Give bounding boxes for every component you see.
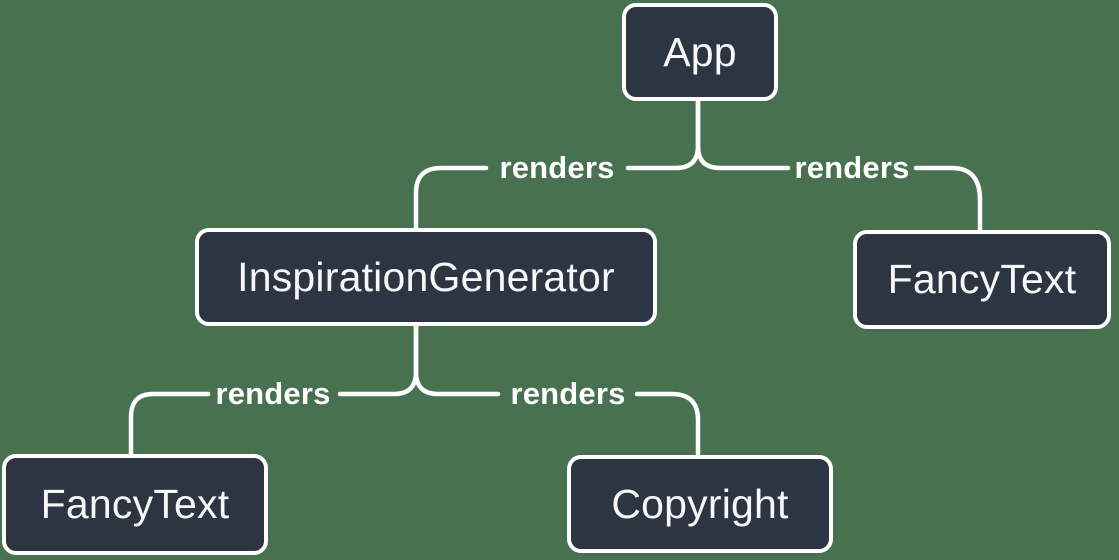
- node-fancy-text-top-right: FancyText: [853, 230, 1111, 329]
- node-app: App: [622, 3, 778, 101]
- edge-inspiration-to-fancytext-stem: [337, 322, 419, 397]
- node-inspiration-generator-label: InspirationGenerator: [237, 253, 615, 300]
- edge-label-inspiration-fancytext-renders: renders: [215, 376, 331, 411]
- node-inspiration-generator: InspirationGenerator: [195, 228, 657, 326]
- edge-app-to-fancytext-drop: [913, 165, 983, 234]
- node-app-label: App: [663, 28, 737, 75]
- edge-inspiration-to-copyright-drop: [634, 391, 701, 459]
- edge-label-app-fancytext-renders: renders: [794, 150, 910, 185]
- edge-label-inspiration-copyright-renders: renders: [510, 376, 626, 411]
- node-copyright: Copyright: [567, 455, 833, 553]
- edge-inspiration-to-fancytext-drop: [128, 391, 211, 458]
- node-copyright-label: Copyright: [611, 480, 789, 527]
- edge-app-to-fancytext-stem: [695, 98, 791, 171]
- edge-app-to-inspiration-drop: [413, 165, 489, 232]
- edge-inspiration-to-copyright-stem: [413, 322, 501, 397]
- node-fancy-text-bottom-left: FancyText: [2, 454, 268, 555]
- node-fancy-text-top-right-label: FancyText: [887, 256, 1077, 302]
- node-fancy-text-bottom-left-label: FancyText: [40, 481, 230, 527]
- edge-label-app-inspiration-renders: renders: [499, 150, 615, 185]
- edge-app-to-inspiration-stem: [625, 98, 701, 171]
